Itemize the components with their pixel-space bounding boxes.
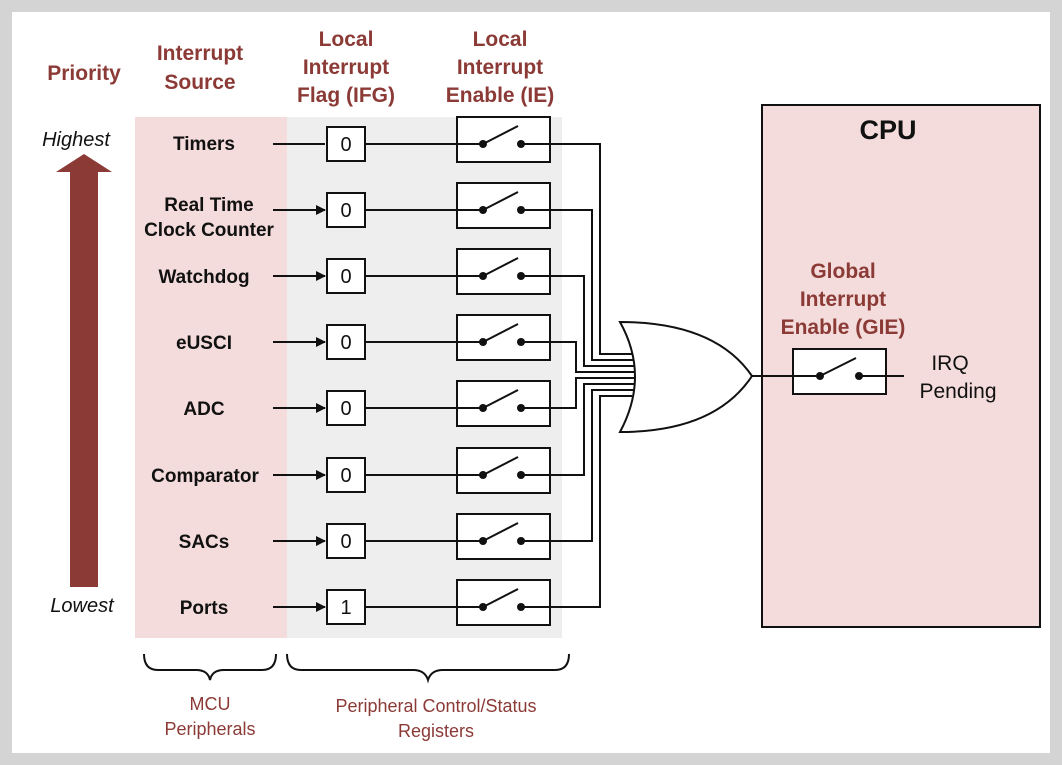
row-rtc: Real Time Clock Counter 0 [144,182,551,241]
priority-lowest-label: Lowest [50,595,115,617]
irq-label-line2: Pending [919,380,996,403]
registers-caption-line1: Peripheral Control/Status [335,696,536,716]
priority-arrow-shaft [70,171,98,587]
ie-switch [456,248,551,295]
ifg-flag-box [326,258,366,294]
source-label: SACs [179,532,230,553]
source-label: Timers [173,134,235,155]
ifg-flag-value: 0 [340,134,351,156]
row-timers: Timers 0 [173,116,551,163]
ifg-header-line3: Flag (IFG) [297,84,395,107]
ifg-flag-value: 0 [340,531,351,553]
ifg-flag-box [326,589,366,625]
ifg-flag-box [326,192,366,228]
irq-label-line1: IRQ [931,352,968,375]
mcu-caption-line1: MCU [190,694,231,714]
ifg-flag-box [326,390,366,426]
mcu-caption-line2: Peripherals [164,719,255,739]
row-watchdog: Watchdog 0 [158,248,551,295]
ie-switch [456,116,551,163]
row-ports: Ports 1 [180,579,551,626]
registers-brace [286,653,570,684]
or-gate [618,320,754,434]
ifg-header-line1: Local [319,28,374,51]
ifg-flag-value: 1 [340,597,351,619]
source-label: Comparator [151,466,259,487]
priority-highest-label: Highest [42,129,111,151]
ie-header-line3: Enable (IE) [446,84,555,107]
ie-switch [456,579,551,626]
cpu-title: CPU [859,115,916,145]
source-label: ADC [183,399,224,420]
ifg-flag-value: 0 [340,200,351,222]
source-label: Watchdog [158,267,249,288]
ie-switch [456,380,551,427]
source-label: Ports [180,598,229,619]
ie-header-line1: Local [473,28,528,51]
ifg-flag-box [326,126,366,162]
source-header-line1: Interrupt [157,42,243,65]
gie-label-line2: Interrupt [800,288,886,311]
ie-switch [456,447,551,494]
ifg-header-line2: Interrupt [303,56,389,79]
ifg-flag-value: 0 [340,465,351,487]
gie-label-line3: Enable (GIE) [781,316,906,339]
registers-caption-line2: Registers [398,721,474,741]
or-gate-input-wires [550,143,636,608]
source-label-line2: Clock Counter [144,220,274,241]
interrupt-rows: Timers 0 Real Time Clock Counter 0 [144,116,551,626]
priority-header: Priority [47,62,121,85]
row-eusci: eUSCI 0 [176,314,551,361]
row-sacs: SACs 0 [179,513,551,560]
ie-switch [456,314,551,361]
priority-arrow-head [56,154,112,172]
gie-switch [792,348,887,395]
source-label: Real Time [164,195,253,216]
ifg-flag-value: 0 [340,398,351,420]
mcu-brace [143,653,277,681]
ie-switch [456,182,551,229]
ifg-flag-value: 0 [340,266,351,288]
gie-label-line1: Global [810,260,875,283]
row-adc: ADC 0 [183,380,551,427]
source-label: eUSCI [176,333,232,354]
mcu-peripherals-panel [135,117,287,638]
ie-header-line2: Interrupt [457,56,543,79]
ie-switch [456,513,551,560]
source-header-line2: Source [164,71,235,94]
row-comparator: Comparator 0 [151,447,551,494]
ifg-flag-value: 0 [340,332,351,354]
